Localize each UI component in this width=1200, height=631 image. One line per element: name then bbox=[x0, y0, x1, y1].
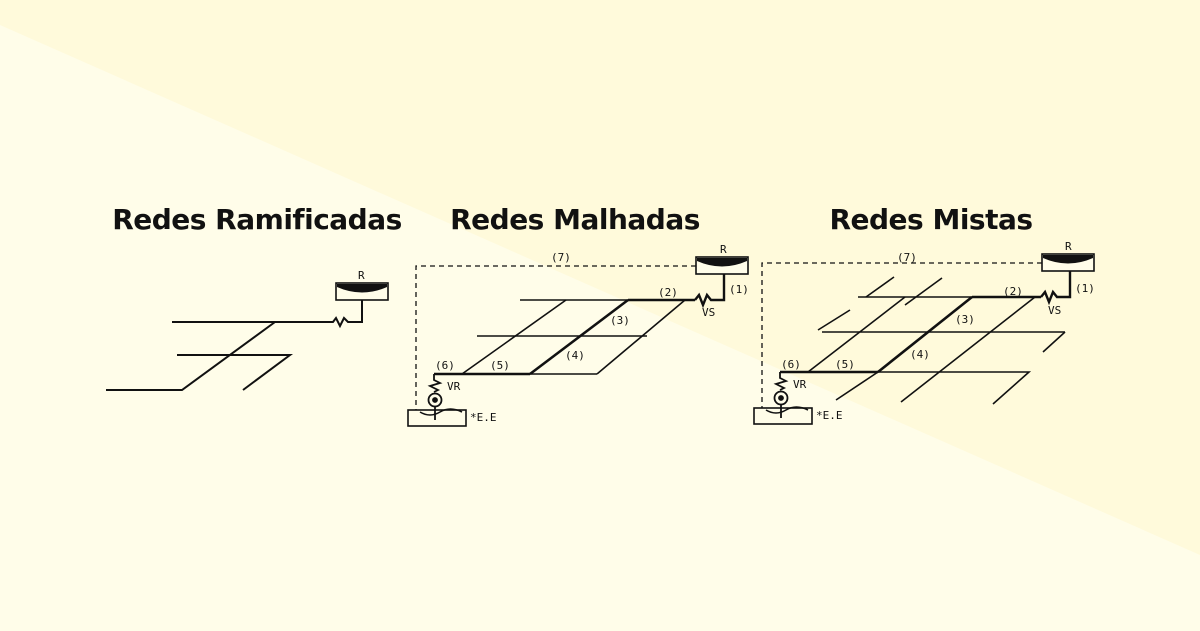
label-seg6-mistas: (6) bbox=[781, 358, 801, 371]
label-vr-mistas: VR bbox=[793, 378, 807, 391]
label-seg5-malhadas: (5) bbox=[490, 359, 510, 372]
label-seg3-mistas: (3) bbox=[955, 313, 975, 326]
label-seg1-malhadas: (1) bbox=[729, 283, 749, 296]
label-seg3-malhadas: (3) bbox=[610, 314, 630, 327]
reservoir-mistas bbox=[1041, 253, 1095, 272]
label-seg7-mistas: (7) bbox=[897, 251, 917, 264]
label-seg2-malhadas: (2) bbox=[658, 286, 678, 299]
reservoir-malhadas bbox=[695, 256, 749, 275]
label-reservoir-mistas: R bbox=[1065, 240, 1072, 253]
station-tank-malhadas bbox=[407, 408, 467, 427]
diagram-malhadas: R (7) (1) VS (2) (3) (4) (5) (6) VR bbox=[407, 243, 749, 427]
label-vr-malhadas: VR bbox=[447, 380, 461, 393]
diagram-mistas: R (7) (1) VS (2) (3) (4) bbox=[753, 240, 1095, 425]
label-reservoir-malhadas: R bbox=[720, 243, 727, 256]
label-seg4-mistas: (4) bbox=[910, 348, 930, 361]
pump-mistas bbox=[773, 390, 789, 418]
label-station-malhadas: *E.E bbox=[470, 411, 497, 424]
label-station-mistas: *E.E bbox=[816, 409, 843, 422]
title-redes-mistas: Redes Mistas bbox=[829, 203, 1033, 236]
label-seg2-mistas: (2) bbox=[1003, 285, 1023, 298]
diagram-ramificadas: R bbox=[106, 269, 389, 391]
pump-malhadas bbox=[427, 392, 443, 420]
label-seg5-mistas: (5) bbox=[835, 358, 855, 371]
label-seg6-malhadas: (6) bbox=[435, 359, 455, 372]
label-reservoir-ramificadas: R bbox=[358, 269, 365, 282]
title-redes-ramificadas: Redes Ramificadas bbox=[112, 203, 402, 236]
label-seg4-malhadas: (4) bbox=[565, 349, 585, 362]
label-vs-mistas: VS bbox=[1048, 304, 1061, 317]
label-seg7-malhadas: (7) bbox=[551, 251, 571, 264]
title-redes-malhadas: Redes Malhadas bbox=[450, 203, 700, 236]
reservoir-ramificadas bbox=[335, 282, 389, 301]
label-seg1-mistas: (1) bbox=[1075, 282, 1095, 295]
station-tank-mistas bbox=[753, 406, 813, 425]
label-vs-malhadas: VS bbox=[702, 306, 715, 319]
